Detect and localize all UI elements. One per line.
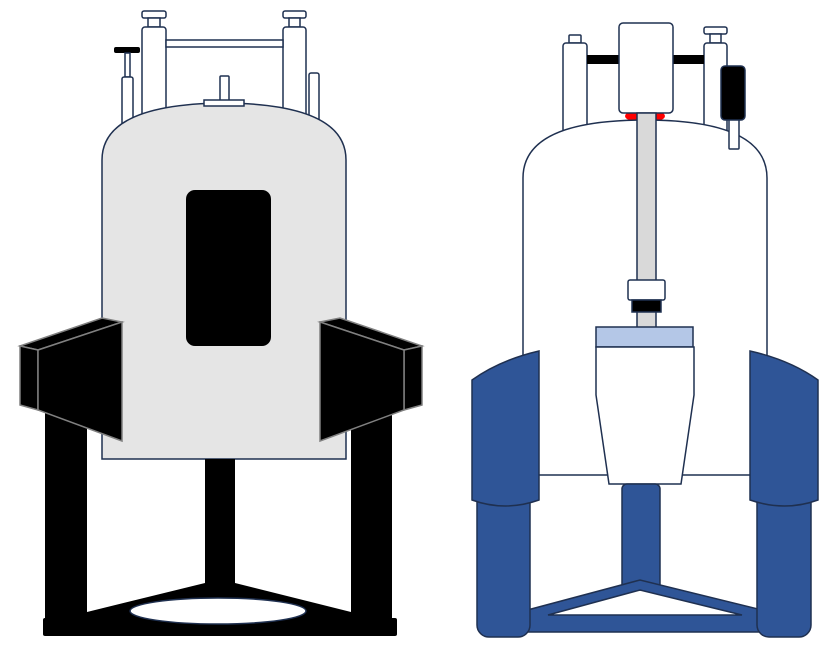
probe-body [595,346,695,485]
left-tower-cap [141,10,167,19]
center-port-flange [203,99,245,107]
left-magnet [17,10,425,636]
center-port [219,75,230,102]
right-tower-cap [282,10,307,19]
black-canister [720,65,746,121]
center-leg [205,459,235,589]
right-tower [282,26,307,123]
right-tower-cap [703,26,728,35]
right-wing-front [319,320,405,443]
left-wing-side [19,345,39,411]
base-ellipse [129,597,307,625]
valve-stem [124,52,131,78]
left-wing-front [37,320,123,443]
right-wing-side [403,345,423,411]
right-tower-neck [288,17,301,28]
right-magnet [471,22,819,638]
shaft-collar-black [631,299,662,313]
left-lower-leg [476,489,531,638]
base-bar [43,618,397,636]
tower-bridge [165,39,284,48]
valve-handle [114,47,140,53]
top-box [618,22,674,114]
right-wing-box [317,317,425,443]
shaft-collar [627,279,666,301]
center-leg [621,483,661,591]
right-tower-neck [709,33,722,44]
right-leg [351,400,392,622]
left-wing-box [17,317,125,443]
base-frame [519,579,771,633]
left-upper-leg [471,350,540,507]
right-lower-leg [756,489,812,638]
left-leg [45,400,87,622]
right-upper-leg [749,350,819,507]
viewing-window [186,190,271,346]
left-tower-cap [568,34,582,44]
left-tower-neck [147,17,161,28]
probe-head-top [595,326,694,348]
